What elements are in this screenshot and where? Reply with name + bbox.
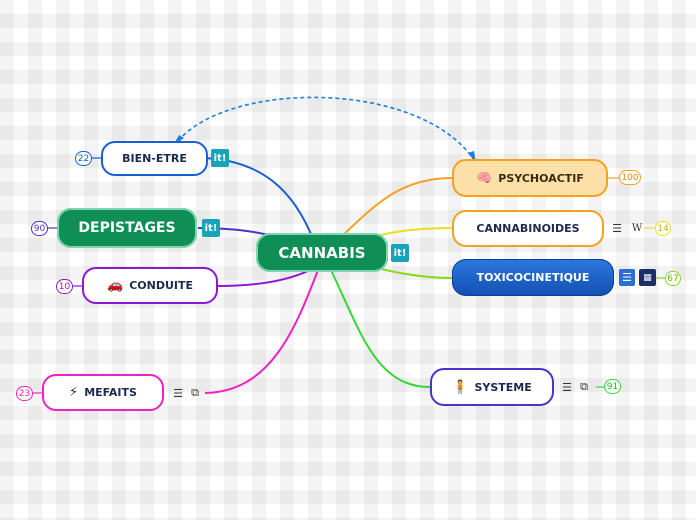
it-icon[interactable]: it! xyxy=(202,219,220,237)
topic-label: TOXICOCINETIQUE xyxy=(476,271,590,284)
car-icon: 🚗 xyxy=(107,278,124,293)
topic-label: CONDUITE xyxy=(129,279,193,292)
count-badge: 22 xyxy=(75,151,92,166)
count-badge: 67 xyxy=(665,271,681,286)
topic-label: DEPISTAGES xyxy=(78,220,176,236)
spreadsheet-icon[interactable]: ▦ xyxy=(639,269,656,286)
topic-bien-etre[interactable]: BIEN-ETRE xyxy=(101,141,208,176)
person-icon: 🧍 xyxy=(452,379,469,395)
topic-depistages[interactable]: DEPISTAGES xyxy=(57,208,197,248)
topic-label: PSYCHOACTIF xyxy=(498,171,584,185)
external-link-icon[interactable]: ⧉ xyxy=(191,386,199,399)
topic-psychoactif[interactable]: 🧠 PSYCHOACTIF xyxy=(452,159,608,197)
link-systeme xyxy=(329,267,431,388)
it-icon[interactable]: it! xyxy=(211,149,229,167)
topic-cannabinoides[interactable]: CANNABINOIDES xyxy=(452,210,604,247)
link-psychoactif xyxy=(339,177,453,239)
count-badge: 10 xyxy=(56,279,73,294)
external-link-icon[interactable]: ⧉ xyxy=(580,380,588,393)
topic-conduite[interactable]: 🚗 CONDUITE xyxy=(82,267,218,304)
count-badge: 100 xyxy=(619,170,641,185)
topic-mefaits[interactable]: ⚡ MEFAITS xyxy=(42,374,164,411)
count-badge: 14 xyxy=(655,221,671,236)
count-badge: 23 xyxy=(16,386,33,401)
topic-toxicocinetique[interactable]: TOXICOCINETIQUE xyxy=(452,259,614,296)
wikipedia-icon[interactable]: W xyxy=(631,223,643,234)
topic-label: BIEN-ETRE xyxy=(122,152,187,165)
central-topic-label: CANNABIS xyxy=(278,243,366,262)
link-conduite xyxy=(217,269,311,287)
topic-label: MEFAITS xyxy=(84,386,137,399)
brain-icon: 🧠 xyxy=(476,170,493,186)
notes-icon[interactable]: ☰ xyxy=(619,269,635,286)
topic-systeme[interactable]: 🧍 SYSTEME xyxy=(430,368,554,406)
notes-icon[interactable]: ☰ xyxy=(173,386,183,400)
dashed-relationship xyxy=(177,96,475,161)
topic-label: SYSTEME xyxy=(474,380,532,394)
count-badge: 90 xyxy=(31,221,48,236)
notes-icon[interactable]: ☰ xyxy=(562,380,572,394)
lightning-icon: ⚡ xyxy=(69,385,79,400)
it-icon[interactable]: it! xyxy=(391,244,409,262)
link-mefaits xyxy=(204,269,319,394)
notes-icon[interactable]: ☰ xyxy=(612,221,622,235)
central-topic-cannabis[interactable]: CANNABIS xyxy=(256,233,388,272)
count-badge: 91 xyxy=(604,379,621,394)
topic-label: CANNABINOIDES xyxy=(476,222,580,235)
